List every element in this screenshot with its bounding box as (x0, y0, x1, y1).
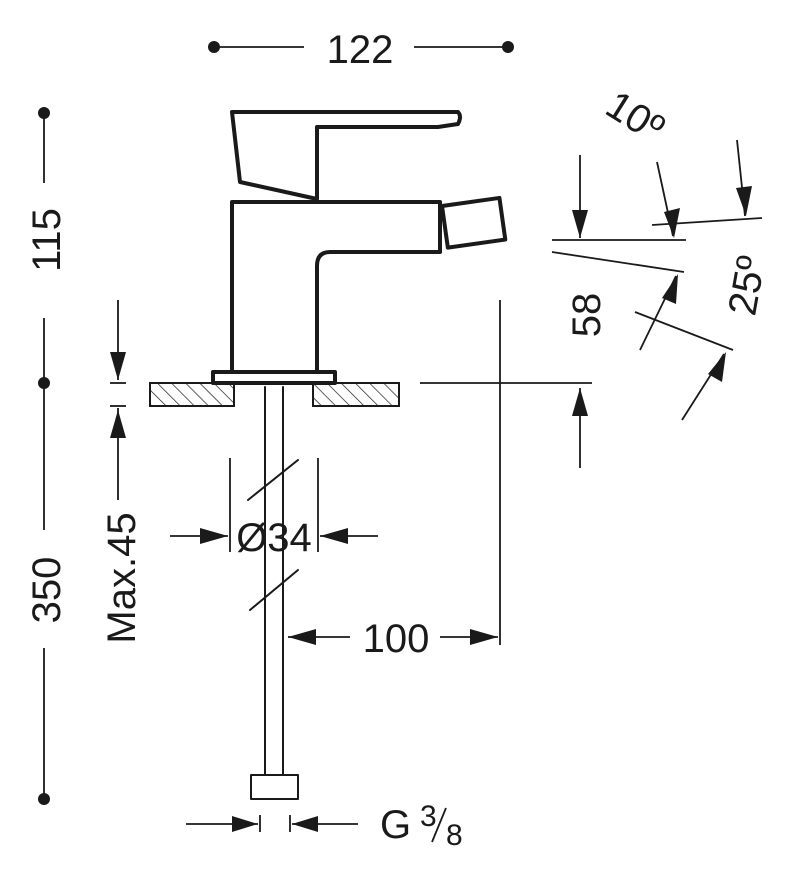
spout-nozzle (440, 195, 508, 250)
dimension-max-thickness: Max.45 (100, 300, 144, 644)
arrow-up (572, 388, 588, 416)
lever-handle (230, 110, 462, 201)
arrow (664, 208, 680, 238)
width-label: 122 (327, 28, 394, 72)
arrow-right (470, 629, 498, 645)
base-plate (211, 370, 337, 385)
dimension-thread: G 3 8 (186, 800, 463, 852)
dimension-width: 122 (208, 28, 514, 72)
angle-down-label: 25º (720, 252, 774, 318)
thread-label: G (380, 803, 411, 847)
arrow (662, 274, 678, 304)
height-body-label: 115 (25, 208, 69, 272)
break-mark-top (247, 459, 299, 501)
faucet-body-shape (230, 200, 442, 374)
spout-height-label: 58 (565, 293, 609, 338)
hose-connector (250, 774, 299, 800)
angle-up-label: 10º (598, 83, 672, 152)
arrow (708, 352, 726, 382)
counter-left (149, 382, 235, 407)
arrow-left (292, 816, 318, 832)
dimension-projection: 100 (288, 300, 501, 661)
arrow-right (200, 528, 228, 544)
projection-label: 100 (363, 617, 430, 661)
arrow-right (232, 816, 258, 832)
arrow (736, 186, 752, 216)
arrow-down (572, 210, 588, 238)
arrow-left (288, 629, 316, 645)
counter-right (312, 382, 400, 407)
dimension-heights: 115 350 (25, 107, 69, 805)
break-mark-bottom (249, 569, 299, 611)
arrow-down (110, 352, 126, 380)
dimension-spout-height: 58 (420, 155, 609, 468)
supply-hose (247, 386, 299, 800)
thread-denominator: 8 (446, 819, 463, 852)
diameter-label: Ø34 (236, 516, 312, 560)
height-total-label: 350 (25, 557, 69, 624)
angle-detail: 10º 25º (551, 83, 774, 421)
counter-top (149, 382, 400, 407)
angle-extension (634, 311, 734, 351)
fraction-slash (431, 807, 447, 843)
arrow-left (320, 528, 348, 544)
dimension-diameter: Ø34 (170, 458, 378, 560)
arrow-up (110, 410, 126, 438)
angle-line-down (551, 251, 685, 273)
thread-numerator: 3 (420, 800, 437, 833)
faucet-body (211, 110, 508, 385)
max-thickness-label: Max.45 (100, 512, 144, 643)
